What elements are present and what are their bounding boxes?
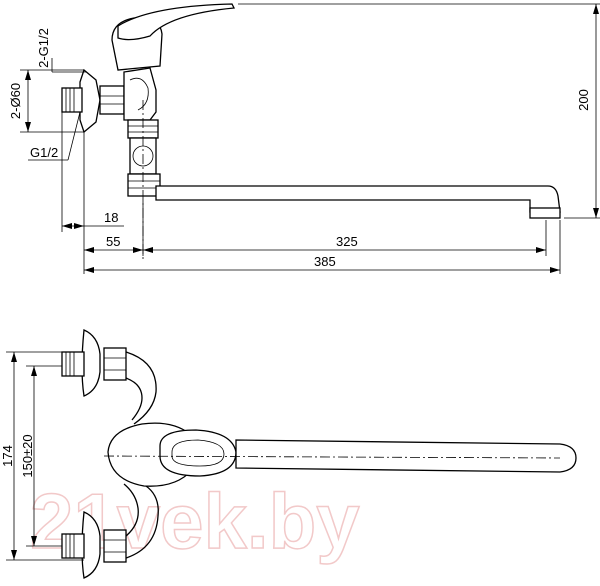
thread-pair-label: 2-G1/2 bbox=[36, 28, 51, 68]
front-view-faucet bbox=[61, 329, 577, 579]
inlet-thread-label: G1/2 bbox=[30, 145, 58, 160]
side-view-dimensions: 200 2-G1/2 2-Ø60 G1/2 18 55 32 bbox=[8, 3, 600, 274]
total-length-385-label: 385 bbox=[314, 254, 336, 269]
flange-diameter-label: 2-Ø60 bbox=[8, 83, 23, 119]
offset-18-label: 18 bbox=[104, 210, 118, 225]
offset-55-label: 55 bbox=[106, 234, 120, 249]
front-view-dimensions: 174 150±20 bbox=[0, 351, 84, 561]
outer-distance-174-label: 174 bbox=[0, 445, 15, 467]
center-distance-label: 150±20 bbox=[20, 434, 35, 477]
height-200-label: 200 bbox=[576, 89, 591, 111]
side-view-faucet bbox=[61, 3, 561, 260]
spout-reach-325-label: 325 bbox=[336, 234, 358, 249]
